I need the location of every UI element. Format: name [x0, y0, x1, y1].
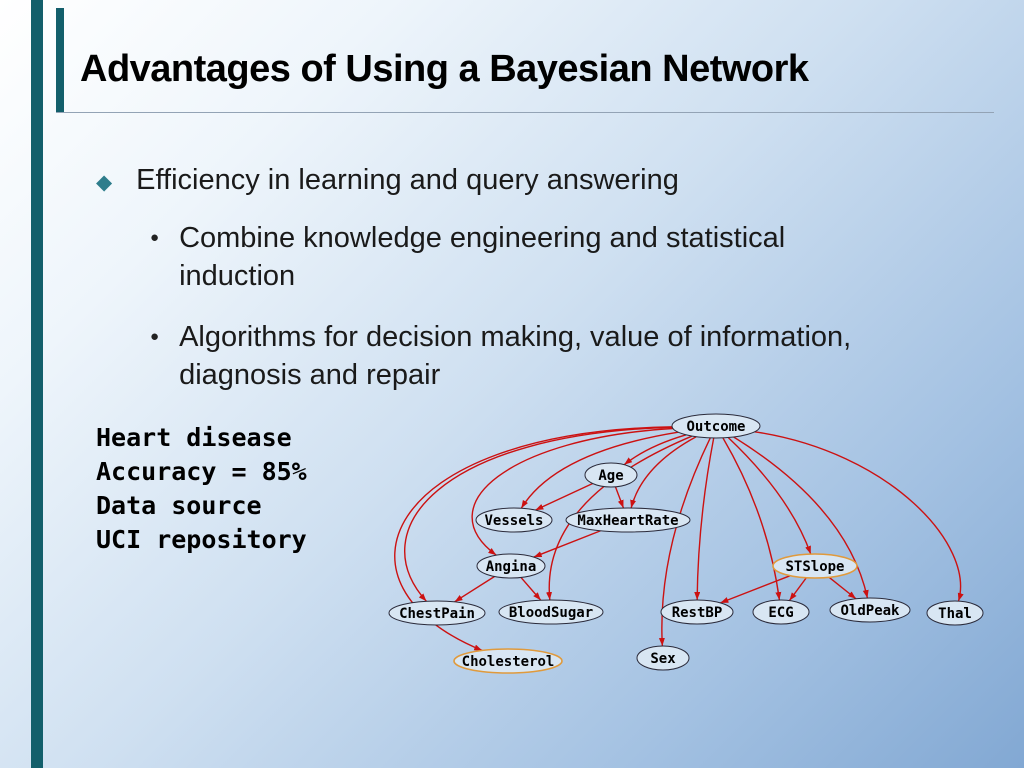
circle-bullet-icon: ●	[150, 229, 160, 246]
graph-node-oldpeak: OldPeak	[829, 597, 911, 623]
graph-node-ecg: ECG	[752, 599, 810, 625]
graph-node-ellipse	[671, 413, 761, 439]
graph-edge-outcome-angina	[471, 427, 674, 556]
graph-node-label: RestBP	[672, 605, 723, 621]
graph-node-ellipse	[388, 600, 486, 626]
graph-node-label: Vessels	[484, 513, 543, 529]
graph-node-age: Age	[584, 462, 638, 488]
slide-title: Advantages of Using a Bayesian Network	[80, 48, 809, 90]
graph-edge-age-vessels	[535, 482, 593, 511]
graph-node-label: ChestPain	[399, 606, 475, 622]
stats-line-3: Data source	[96, 491, 262, 520]
graph-edge-angina-chestpain	[454, 575, 495, 603]
graph-edge-outcome-ecg	[722, 437, 782, 601]
left-accent-bar	[31, 0, 43, 768]
bullet-sub-text-1: Combine knowledge engineering and statis…	[179, 222, 786, 293]
graph-node-ellipse	[475, 507, 553, 533]
graph-node-angina: Angina	[476, 553, 546, 579]
graph-node-label: OldPeak	[840, 603, 900, 619]
graph-node-ellipse	[584, 462, 638, 488]
graph-edge-stslope-restbp	[720, 575, 791, 604]
graph-edge-stslope-ecg	[788, 577, 807, 601]
graph-node-ellipse	[926, 600, 984, 626]
graph-node-outcome: Outcome	[671, 413, 761, 439]
circle-bullet-icon: ●	[150, 327, 160, 345]
graph-edge-outcome-age	[623, 434, 687, 466]
graph-edge-outcome-oldpeak	[733, 436, 869, 599]
graph-node-bloodsugar: BloodSugar	[498, 599, 604, 625]
graph-node-label: Age	[598, 468, 623, 484]
bullet-row-main: ◆ Efficiency in learning and query answe…	[96, 164, 996, 197]
graph-node-vessels: Vessels	[475, 507, 553, 533]
graph-node-label: Cholesterol	[462, 654, 555, 670]
graph-edge-outcome-vessels	[520, 431, 679, 509]
graph-node-ellipse	[498, 599, 604, 625]
graph-node-ellipse	[636, 645, 690, 671]
bullet-row-sub-1: ● Combine knowledge engineering and stat…	[150, 219, 996, 296]
graph-edge-outcome-maxheartrate	[630, 436, 697, 509]
graph-node-ellipse	[453, 648, 563, 674]
stats-line-2: Accuracy = 85%	[96, 457, 307, 486]
stats-line-4: UCI repository	[96, 525, 307, 554]
graph-node-label: Outcome	[686, 419, 745, 435]
stats-line-1: Heart disease	[96, 423, 292, 452]
bullet-sub-text-2: Algorithms for decision making, value of…	[179, 320, 852, 391]
bullet-list: ◆ Efficiency in learning and query answe…	[96, 164, 996, 394]
graph-node-label: BloodSugar	[509, 605, 593, 621]
graph-node-stslope: STSlope	[772, 553, 858, 579]
graph-edge-outcome-thal	[754, 431, 964, 602]
graph-edge-age-maxheartrate	[614, 486, 625, 509]
graph-edge-outcome-restbp	[694, 437, 715, 601]
bullet-main-text: Efficiency in learning and query answeri…	[136, 164, 679, 196]
graph-edge-stslope-oldpeak	[828, 576, 857, 600]
graph-edge-angina-bloodsugar	[520, 577, 542, 601]
graph-node-maxheartrate: MaxHeartRate	[565, 507, 691, 533]
graph-node-label: Thal	[938, 606, 972, 622]
bullet-row-sub-2: ● Algorithms for decision making, value …	[150, 318, 996, 395]
diamond-bullet-icon: ◆	[96, 171, 113, 194]
graph-node-thal: Thal	[926, 600, 984, 626]
graph-node-restbp: RestBP	[660, 599, 734, 625]
graph-edge-outcome-sex	[658, 437, 711, 647]
title-accent-bar	[56, 8, 64, 112]
graph-node-label: Angina	[486, 559, 537, 575]
graph-edge-outcome-stslope	[727, 437, 812, 555]
title-underline	[56, 112, 994, 113]
graph-node-chestpain: ChestPain	[388, 600, 486, 626]
graph-node-ellipse	[829, 597, 911, 623]
stats-block: Heart disease Accuracy = 85% Data source…	[96, 421, 356, 557]
graph-node-label: STSlope	[785, 559, 844, 575]
graph-node-sex: Sex	[636, 645, 690, 671]
graph-edge-maxheartrate-angina	[533, 530, 601, 558]
graph-node-label: MaxHeartRate	[577, 513, 678, 529]
graph-node-label: Sex	[650, 651, 676, 667]
graph-node-ellipse	[752, 599, 810, 625]
graph-node-ellipse	[772, 553, 858, 579]
graph-edge-outcome-bloodsugar	[546, 435, 693, 601]
graph-node-ellipse	[565, 507, 691, 533]
graph-node-cholesterol: Cholesterol	[453, 648, 563, 674]
graph-node-label: ECG	[768, 605, 793, 621]
graph-edge-outcome-chestpain	[404, 426, 673, 602]
graph-node-ellipse	[660, 599, 734, 625]
graph-node-ellipse	[476, 553, 546, 579]
